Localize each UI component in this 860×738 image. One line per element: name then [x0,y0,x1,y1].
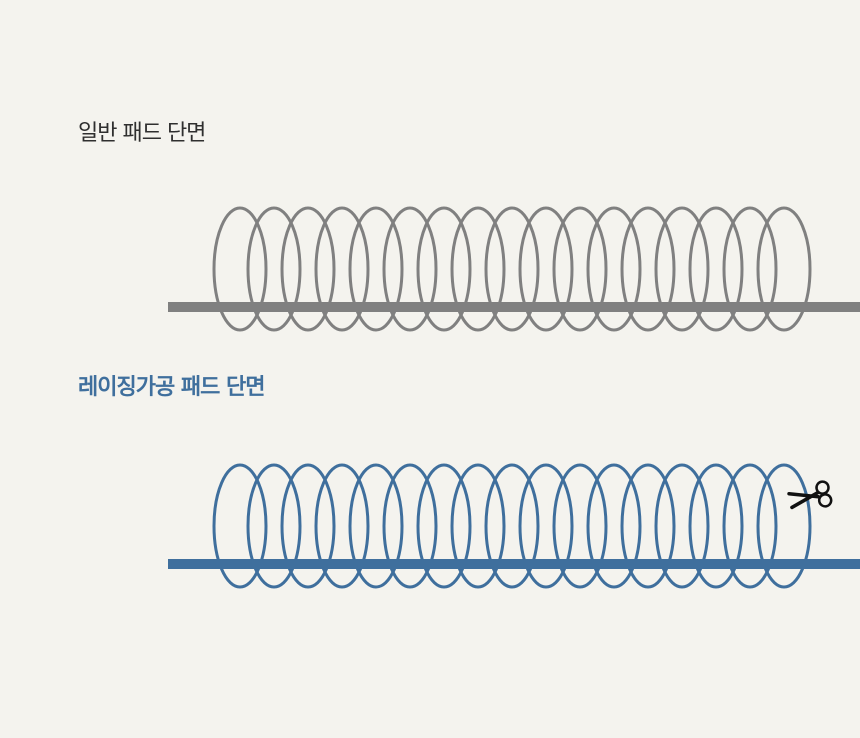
fiber-loop [280,463,336,589]
normal-pad-section-title: 일반 패드 단면 [78,121,206,146]
fiber-loop [212,206,268,332]
fiber-loop [756,206,812,332]
fiber-loop [246,463,302,589]
fiber-loop [722,463,778,589]
laser-pad-base-bar [168,559,860,569]
fiber-loop [586,463,642,589]
fiber-loop [688,463,744,589]
fiber-loop [552,206,608,332]
fiber-loop [722,206,778,332]
fiber-loop [450,206,506,332]
fiber-loop [654,463,710,589]
laser-pad-loops-diagram [212,463,833,589]
fiber-loop [620,206,676,332]
fiber-loop [620,463,676,589]
fiber-loop [382,206,438,332]
fiber-loop [484,463,540,589]
fiber-loop [246,206,302,332]
fiber-loop [348,206,404,332]
laser-pad-section-title: 레이징가공 패드 단면 [78,375,265,400]
fiber-loop [212,463,268,589]
fiber-loop [654,206,710,332]
fiber-loop [756,463,812,589]
fiber-loop [348,463,404,589]
fiber-loop [280,206,336,332]
fiber-loop [586,206,642,332]
scissors-icon [787,480,833,510]
fiber-loop [688,206,744,332]
normal-pad-base-bar [168,302,860,312]
fiber-loop [416,206,472,332]
fiber-loop [416,463,472,589]
fiber-loop [552,463,608,589]
fiber-loop [518,206,574,332]
fiber-loop [382,463,438,589]
fiber-loop [314,206,370,332]
normal-pad-loops-diagram [212,206,812,332]
fiber-loop [450,463,506,589]
fiber-loop [314,463,370,589]
fiber-loop [518,463,574,589]
fiber-loop [484,206,540,332]
